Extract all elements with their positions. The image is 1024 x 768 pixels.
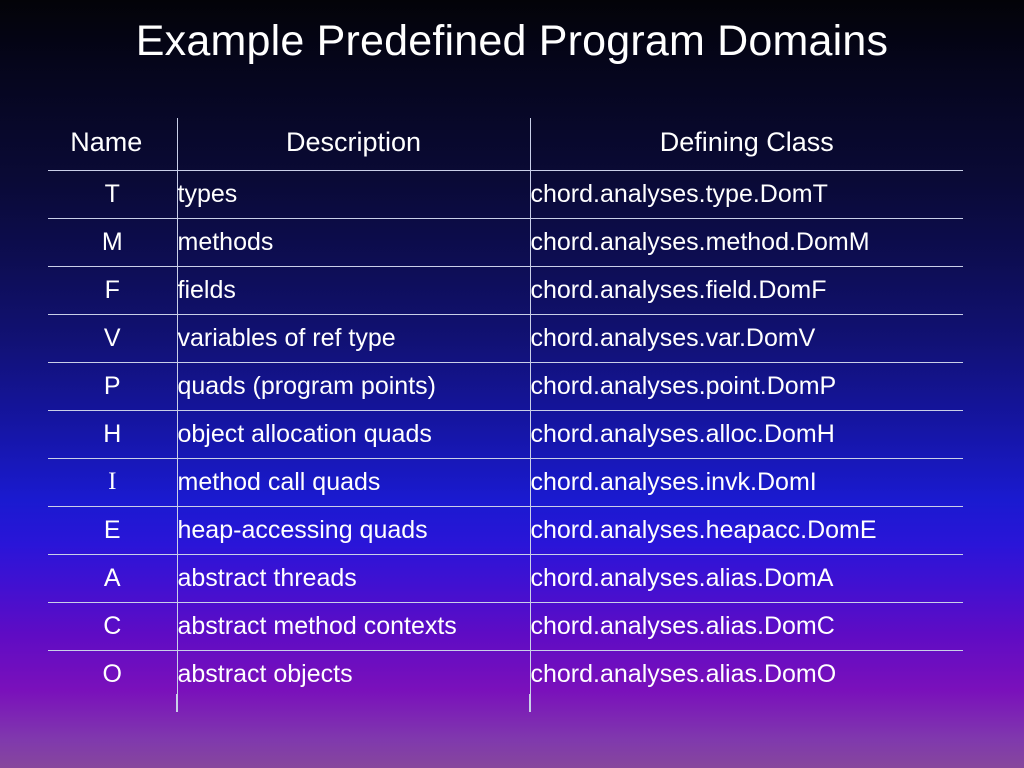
cell-name: F	[48, 266, 177, 315]
cell-description: types	[176, 170, 530, 219]
cell-description: abstract method contexts	[176, 602, 530, 651]
table-header: Name Description Defining Class	[48, 118, 963, 171]
cell-description: abstract objects	[176, 650, 530, 698]
cell-defining-class: chord.analyses.heapacc.DomE	[529, 506, 963, 555]
table-row: M methods chord.analyses.method.DomM	[48, 218, 963, 267]
table-row: C abstract method contexts chord.analyse…	[48, 602, 963, 651]
table-row: T types chord.analyses.type.DomT	[48, 170, 963, 219]
cell-description: method call quads	[176, 458, 530, 507]
table-row: P quads (program points) chord.analyses.…	[48, 362, 963, 411]
cell-description: quads (program points)	[176, 362, 530, 411]
cell-description: variables of ref type	[176, 314, 530, 363]
cell-defining-class: chord.analyses.type.DomT	[529, 170, 963, 219]
cell-defining-class: chord.analyses.invk.DomI	[529, 458, 963, 507]
cell-description: methods	[176, 218, 530, 267]
cell-defining-class: chord.analyses.point.DomP	[529, 362, 963, 411]
cell-description: abstract threads	[176, 554, 530, 603]
table-row: H object allocation quads chord.analyses…	[48, 410, 963, 459]
cell-name: M	[48, 218, 177, 267]
column-header-name: Name	[48, 118, 177, 171]
cell-name: I	[48, 458, 177, 507]
cell-defining-class: chord.analyses.alias.DomA	[529, 554, 963, 603]
table-body: T types chord.analyses.type.DomT M metho…	[48, 170, 963, 698]
cell-defining-class: chord.analyses.field.DomF	[529, 266, 963, 315]
cell-defining-class: chord.analyses.alias.DomC	[529, 602, 963, 651]
column-divider-name-description	[176, 694, 178, 712]
program-domains-table: Name Description Defining Class T types …	[48, 118, 963, 698]
cell-defining-class: chord.analyses.var.DomV	[529, 314, 963, 363]
cell-description: fields	[176, 266, 530, 315]
cell-name: A	[48, 554, 177, 603]
cell-description: heap-accessing quads	[176, 506, 530, 555]
table-row: E heap-accessing quads chord.analyses.he…	[48, 506, 963, 555]
table-row: F fields chord.analyses.field.DomF	[48, 266, 963, 315]
cell-defining-class: chord.analyses.alias.DomO	[529, 650, 963, 698]
table-row: I method call quads chord.analyses.invk.…	[48, 458, 963, 507]
cell-name: T	[48, 170, 177, 219]
cell-description: object allocation quads	[176, 410, 530, 459]
cell-name: H	[48, 410, 177, 459]
table-row: A abstract threads chord.analyses.alias.…	[48, 554, 963, 603]
cell-defining-class: chord.analyses.method.DomM	[529, 218, 963, 267]
cell-name: C	[48, 602, 177, 651]
cell-defining-class: chord.analyses.alloc.DomH	[529, 410, 963, 459]
cell-name: P	[48, 362, 177, 411]
cell-name: E	[48, 506, 177, 555]
table-row: O abstract objects chord.analyses.alias.…	[48, 650, 963, 698]
cell-name: O	[102, 659, 122, 688]
table-header-row: Name Description Defining Class	[48, 118, 963, 171]
table-row: V variables of ref type chord.analyses.v…	[48, 314, 963, 363]
column-header-description: Description	[176, 118, 530, 171]
column-divider-description-class	[529, 694, 531, 712]
column-header-defining-class: Defining Class	[529, 118, 963, 171]
cell-name: V	[48, 314, 177, 363]
page-title: Example Predefined Program Domains	[135, 17, 889, 65]
